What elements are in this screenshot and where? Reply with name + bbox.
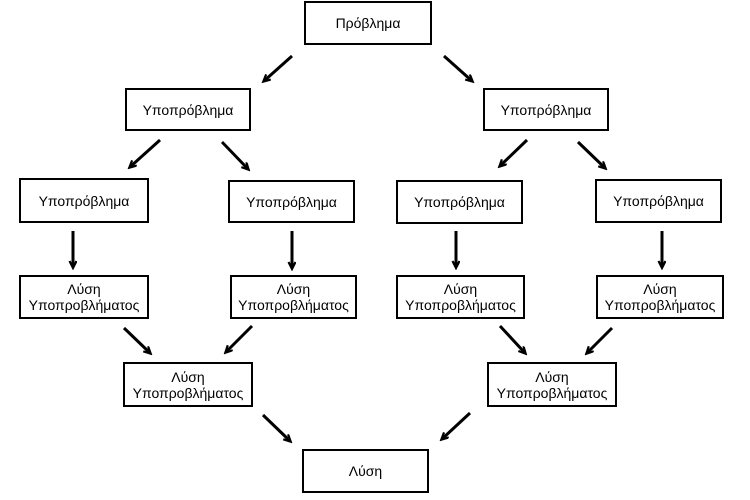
node-label-line2: Υποπροβλήματος [405,297,516,313]
node-label: Λύση [348,463,383,479]
node-label: Υποπρόβλημα [500,101,592,118]
node-label-line2: Υποπροβλήματος [132,384,244,401]
arrow-sub-left-to-sub-ll [130,138,162,167]
arrow-sol-left-to-solution [261,413,290,441]
arrow-problem-to-sub-right [443,54,472,81]
arrow-sol-rl-to-sol-right [498,324,525,353]
arrow-sol-rr-to-sol-right [587,326,614,353]
node-label-line2: Υποπροβλήματος [604,297,716,313]
node-label-line1: Λύση [171,368,205,385]
arrow-sol-ll-to-sol-left [122,326,150,353]
node-solution-rr: Λύση Υποπροβλήματος [596,275,724,319]
node-label-line1: Λύση [535,368,569,385]
node-label-line2: Υποπροβλήματος [238,297,349,313]
node-solution-lr: Λύση Υποπροβλήματος [230,275,357,319]
node-subproblem-rl: Υποπρόβλημα [396,180,523,224]
node-solution-rl: Λύση Υποπροβλήματος [396,275,525,319]
arrow-sub-right-to-sub-rr [576,140,605,168]
node-label-line1: Λύση [67,281,101,297]
node-solution-left: Λύση Υποπροβλήματος [123,362,253,407]
node-problem: Πρόβλημα [304,1,432,45]
node-label-line1: Λύση [443,281,478,297]
node-label: Πρόβλημα [335,15,401,31]
node-label: Υποπρόβλημα [613,193,704,209]
node-label: Υποπρόβλημα [246,193,337,210]
arrow-problem-to-sub-left [264,54,293,81]
node-subproblem-right: Υποπρόβλημα [483,88,609,131]
arrow-sub-left-to-sub-lr [220,140,248,169]
node-label-line1: Λύση [643,281,677,297]
node-solution: Λύση [302,449,429,493]
arrow-sol-lr-to-sol-left [226,324,254,352]
node-subproblem-left: Υποπρόβλημα [125,88,251,131]
node-solution-right: Λύση Υποπροβλήματος [487,362,617,407]
node-subproblem-rr: Υποπρόβλημα [595,179,722,223]
arrow-sol-right-to-solution [442,411,472,439]
node-solution-ll: Λύση Υποπροβλήματος [19,275,149,319]
node-subproblem-lr: Υποπρόβλημα [228,180,355,223]
node-label: Υποπρόβλημα [414,194,505,210]
node-label-line2: Υποπροβλήματος [496,384,608,401]
node-label: Υποπρόβλημα [142,101,234,118]
node-subproblem-ll: Υποπρόβλημα [19,178,149,223]
node-label-line1: Λύση [276,281,311,297]
arrow-sub-right-to-sub-rl [500,138,529,166]
node-label: Υποπρόβλημα [38,192,130,209]
node-label-line2: Υποπροβλήματος [28,297,140,313]
